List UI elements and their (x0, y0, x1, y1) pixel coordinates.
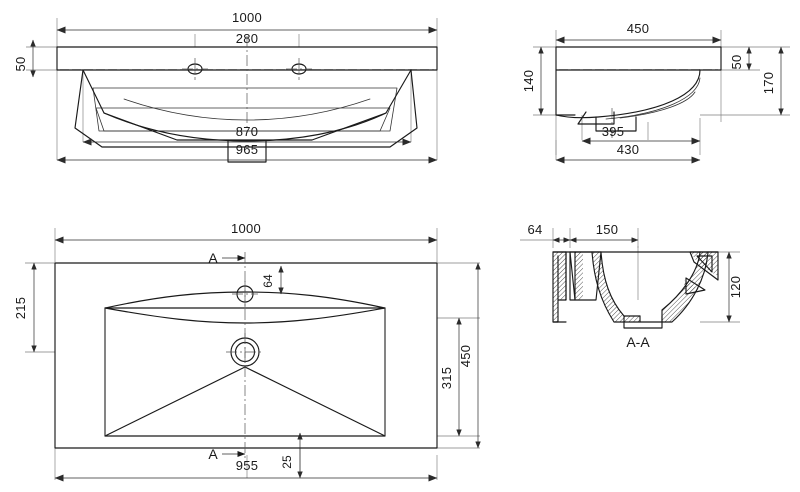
dimension-value-front-overall-width: 1000 (232, 10, 262, 25)
dimension-underside-outer-width: 965 (56, 142, 438, 164)
dimension-plan-overall-depth: 450 (458, 262, 481, 449)
dimension-value-plan-overall-width: 1000 (231, 221, 261, 236)
front-elevation-extension-lines (26, 18, 438, 160)
dimension-side-body-height: 140 (521, 46, 544, 116)
dimension-front-overall-width: 1000 (56, 10, 438, 34)
tap-hole-left (182, 58, 208, 80)
plan-view: 1000 A (13, 221, 481, 482)
dimension-plan-front-to-centre: 215 (13, 262, 37, 353)
dimension-value-side-slab-thickness: 50 (729, 54, 744, 69)
front-elevation-view: 1000 280 50 (13, 10, 438, 164)
dimension-value-section-bowl-height: 120 (728, 276, 743, 299)
dimension-slab-thickness-front: 50 (13, 39, 36, 78)
dimension-value-plan-bowl-depth: 315 (439, 367, 454, 390)
basin-side-profile (555, 46, 722, 140)
dimension-plan-tap-offset: 64 (261, 265, 284, 295)
dimension-value-plan-tap-offset: 64 (261, 274, 275, 288)
basin-front-profile (56, 36, 438, 163)
dimension-side-total-height: 170 (761, 46, 784, 116)
side-elevation-view: 450 140 50 170 (521, 21, 790, 164)
dimension-underside-inner-width: 870 (82, 124, 412, 146)
section-view-a-a: 64 150 120 (520, 222, 743, 350)
dimension-value-plan-bowl-width: 955 (236, 458, 259, 473)
dimension-value-side-overall-depth: 450 (627, 21, 650, 36)
section-marker-a-top: A (208, 250, 246, 266)
dimension-plan-overall-width: 1000 (54, 221, 438, 244)
dimension-value-underside-inner-width: 870 (236, 124, 259, 139)
dimension-value-side-outer-depth: 430 (617, 142, 640, 157)
dimension-plan-bowl-depth: 315 (439, 317, 462, 437)
dimension-value-side-total-height: 170 (761, 72, 776, 95)
dimension-value-slab-thickness-front: 50 (13, 56, 28, 71)
dimension-value-section-drain-offset: 150 (596, 222, 619, 237)
section-view-title: A-A (626, 334, 650, 350)
dimension-value-side-body-height: 140 (521, 70, 536, 93)
dimension-side-slab-thickness: 50 (729, 46, 752, 71)
dimension-section-bowl-height: 120 (726, 251, 743, 323)
section-label-a-bottom: A (208, 446, 218, 462)
dimension-value-section-left-offset: 64 (527, 222, 542, 237)
section-marker-a-bottom: A (208, 446, 246, 462)
dimension-section-left-offset: 64 (527, 222, 571, 243)
tap-hole-right (286, 58, 312, 80)
dimension-plan-rim-offset: 25 (280, 432, 303, 479)
dimension-value-plan-rim-offset: 25 (280, 455, 294, 469)
dimension-side-outer-depth: 430 (555, 142, 701, 164)
dimension-value-plan-overall-depth: 450 (458, 345, 473, 368)
dimension-plan-bowl-width: 955 (54, 458, 438, 482)
dimension-side-overall-depth: 450 (555, 21, 722, 44)
basin-section-profile (552, 251, 719, 329)
dimension-value-side-inner-depth: 395 (602, 124, 625, 139)
dimension-value-plan-front-to-centre: 215 (13, 297, 28, 320)
dimension-value-underside-outer-width: 965 (236, 142, 259, 157)
dimension-side-inner-depth: 395 (581, 124, 701, 145)
basin-plan-outline (54, 262, 438, 449)
dimension-section-drain-offset: 150 (569, 222, 639, 243)
section-label-a-top: A (208, 250, 218, 266)
